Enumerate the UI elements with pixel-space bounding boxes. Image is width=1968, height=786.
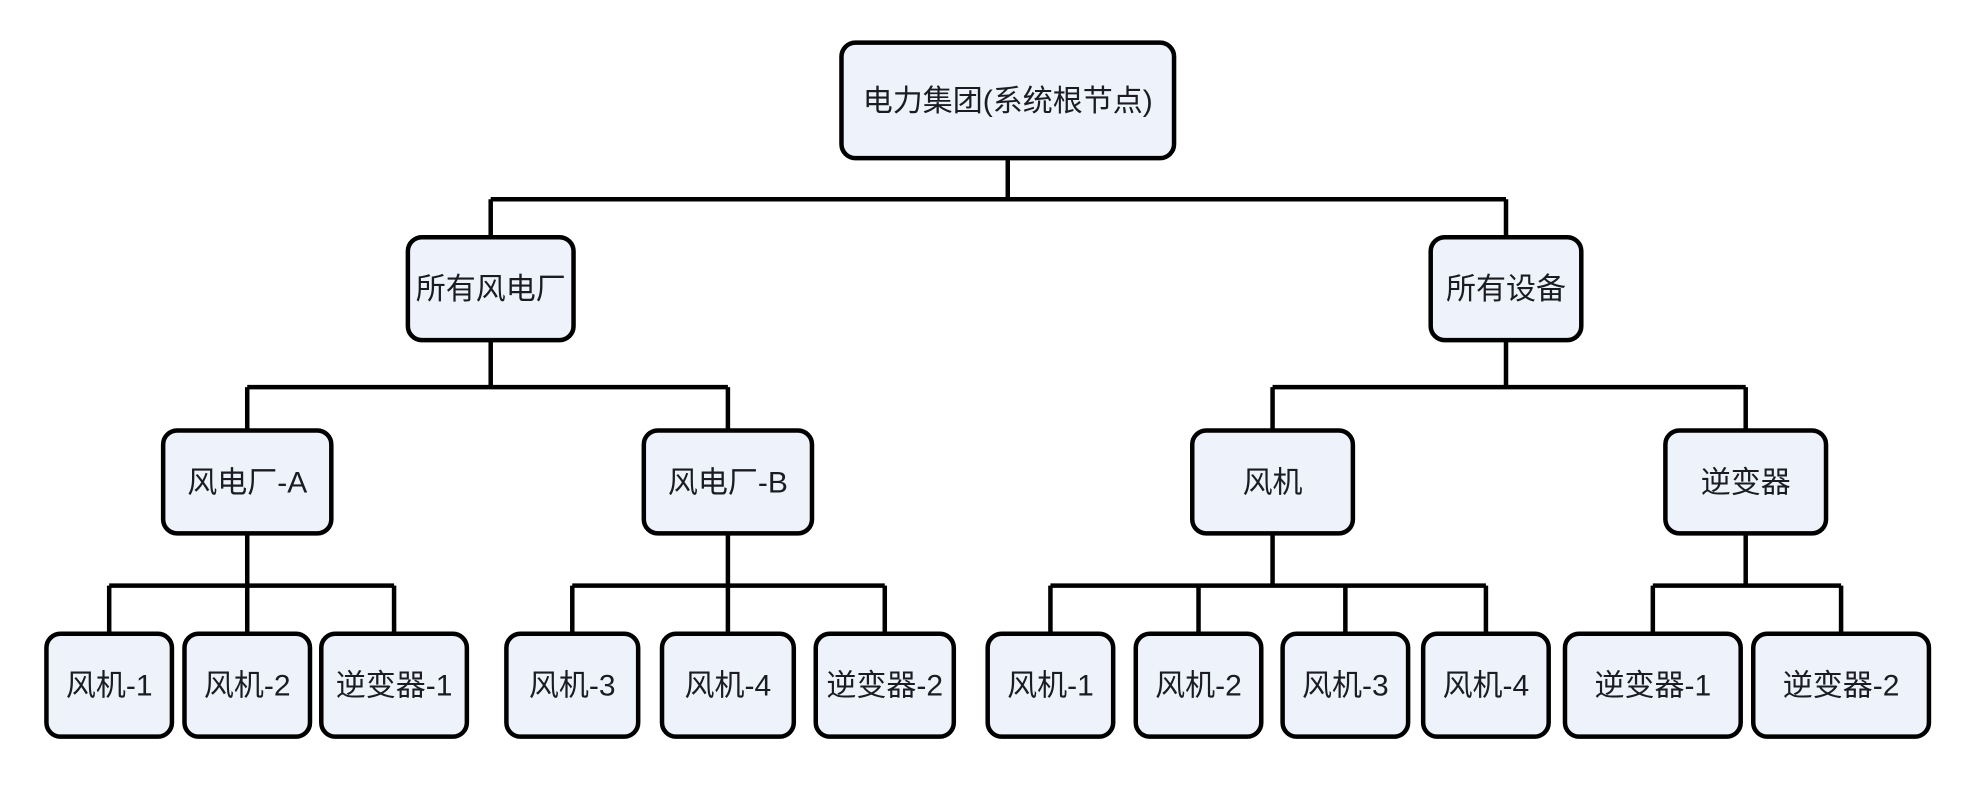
node-label: 风机-1 bbox=[1007, 670, 1094, 703]
node-box[interactable] bbox=[160, 428, 334, 536]
node-label: 逆变器-2 bbox=[826, 670, 943, 703]
node-box[interactable] bbox=[641, 428, 815, 536]
tree-node-l3b3[interactable]: 逆变器-2 bbox=[813, 631, 957, 739]
tree-node-l3a2[interactable]: 风机-2 bbox=[182, 631, 313, 739]
tree-node-l3c2[interactable]: 风机-2 bbox=[1133, 631, 1264, 739]
edges-layer bbox=[106, 158, 1844, 634]
tree-node-root[interactable]: 电力集团(系统根节点) bbox=[839, 40, 1177, 161]
node-label: 逆变器 bbox=[1701, 466, 1791, 499]
node-label: 逆变器-1 bbox=[1594, 670, 1711, 703]
node-box[interactable] bbox=[1663, 428, 1829, 536]
node-label: 所有风电厂 bbox=[416, 273, 566, 306]
node-label: 风机-4 bbox=[1443, 670, 1530, 703]
tree-node-l3a3[interactable]: 逆变器-1 bbox=[319, 631, 470, 739]
node-box[interactable] bbox=[405, 234, 576, 343]
node-box[interactable] bbox=[659, 631, 797, 739]
node-box[interactable] bbox=[985, 631, 1116, 739]
tree-node-l2a[interactable]: 风电厂-A bbox=[160, 428, 334, 536]
node-label: 所有设备 bbox=[1446, 273, 1566, 306]
node-box[interactable] bbox=[839, 40, 1177, 161]
tree-node-l2b[interactable]: 风电厂-B bbox=[641, 428, 815, 536]
node-box[interactable] bbox=[1428, 234, 1584, 343]
tree-node-l3a1[interactable]: 风机-1 bbox=[44, 631, 175, 739]
node-box[interactable] bbox=[1562, 631, 1743, 739]
node-label: 风机-3 bbox=[529, 670, 616, 703]
tree-node-l1b[interactable]: 所有设备 bbox=[1428, 234, 1584, 343]
node-box[interactable] bbox=[1420, 631, 1551, 739]
node-label: 风机-2 bbox=[204, 670, 291, 703]
node-box[interactable] bbox=[44, 631, 175, 739]
tree-node-l2c[interactable]: 风机 bbox=[1190, 428, 1356, 536]
node-label: 风机 bbox=[1243, 466, 1303, 499]
node-box[interactable] bbox=[813, 631, 957, 739]
tree-node-l2d[interactable]: 逆变器 bbox=[1663, 428, 1829, 536]
node-box[interactable] bbox=[1280, 631, 1411, 739]
node-box[interactable] bbox=[504, 631, 641, 739]
tree-node-l3d2[interactable]: 逆变器-2 bbox=[1750, 631, 1932, 739]
node-label: 风电厂-A bbox=[187, 466, 307, 499]
tree-node-l3b2[interactable]: 风机-4 bbox=[659, 631, 797, 739]
node-box[interactable] bbox=[1750, 631, 1932, 739]
node-label: 风机-3 bbox=[1302, 670, 1389, 703]
node-label: 风电厂-B bbox=[668, 466, 788, 499]
node-box[interactable] bbox=[319, 631, 470, 739]
tree-node-l3c3[interactable]: 风机-3 bbox=[1280, 631, 1411, 739]
tree-node-l3b1[interactable]: 风机-3 bbox=[504, 631, 641, 739]
node-label: 风机-1 bbox=[66, 670, 153, 703]
node-label: 风机-4 bbox=[685, 670, 772, 703]
node-label: 逆变器-1 bbox=[336, 670, 453, 703]
tree-node-l3c1[interactable]: 风机-1 bbox=[985, 631, 1116, 739]
node-box[interactable] bbox=[1190, 428, 1356, 536]
tree-node-l3c4[interactable]: 风机-4 bbox=[1420, 631, 1551, 739]
node-label: 电力集团(系统根节点) bbox=[863, 85, 1153, 118]
tree-node-l1a[interactable]: 所有风电厂 bbox=[405, 234, 576, 343]
node-box[interactable] bbox=[182, 631, 313, 739]
node-label: 逆变器-2 bbox=[1783, 670, 1900, 703]
node-label: 风机-2 bbox=[1155, 670, 1242, 703]
tree-node-l3d1[interactable]: 逆变器-1 bbox=[1562, 631, 1743, 739]
node-box[interactable] bbox=[1133, 631, 1264, 739]
